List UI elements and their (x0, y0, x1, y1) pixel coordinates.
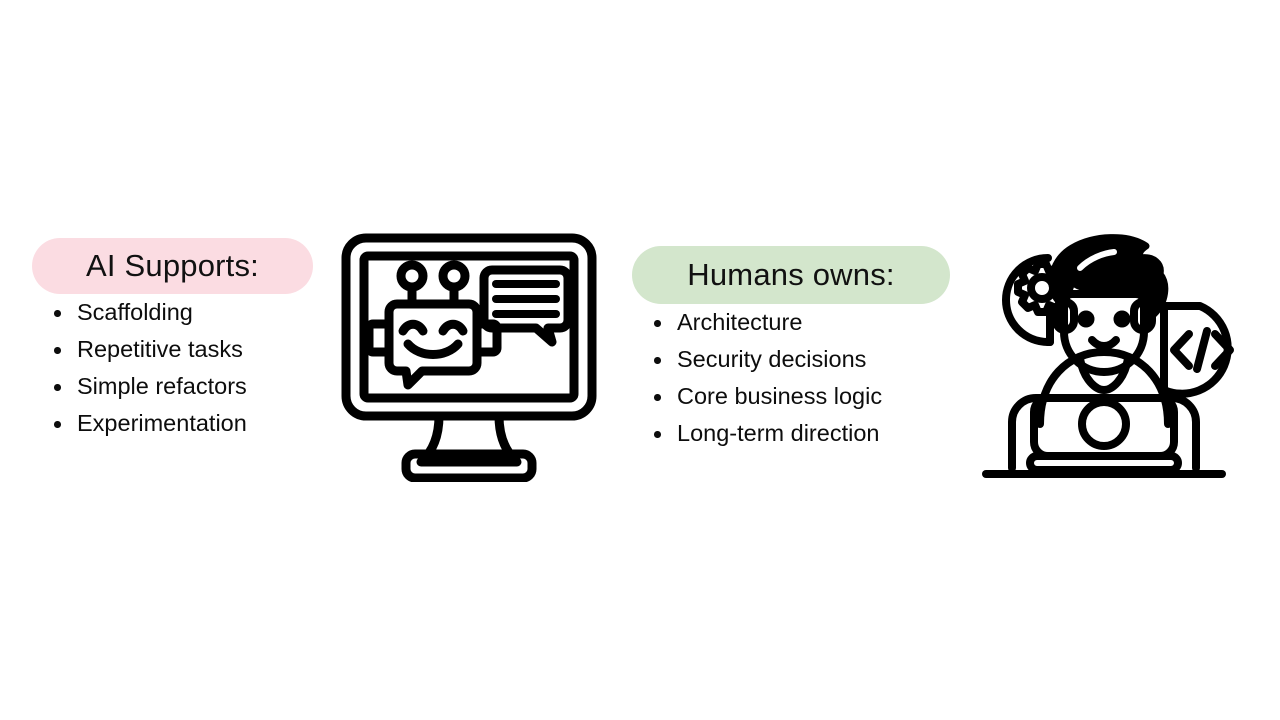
monitor-frame (341, 233, 597, 421)
robot-eye-right (438, 319, 468, 336)
bullet-list-humans-owns: Architecture Security decisions Core bus… (632, 304, 962, 452)
person-hair (1048, 234, 1169, 318)
monitor-stand-neck (416, 411, 522, 467)
list-item: Security decisions (632, 341, 962, 378)
monitor-stand-base (401, 449, 537, 482)
column-ai-supports: AI Supports: Scaffolding Repetitive task… (32, 238, 332, 442)
list-item: Long-term direction (632, 415, 962, 452)
person-head (1048, 234, 1169, 376)
robot-head (384, 299, 482, 390)
person-eye-left (1077, 310, 1095, 328)
bullet-list-ai-supports: Scaffolding Repetitive tasks Simple refa… (32, 294, 332, 442)
gear-badge-corner (1044, 308, 1054, 346)
list-item: Simple refactors (32, 368, 332, 405)
code-badge (1160, 302, 1234, 398)
person-eye-right (1113, 310, 1131, 328)
illustration-ai-chatbot-monitor (340, 232, 598, 482)
heading-pill-ai-supports: AI Supports: (32, 238, 313, 294)
robot-antenna-bulb-left (396, 260, 428, 292)
laptop-logo-circle (1078, 398, 1130, 450)
code-bracket-left-icon (1170, 330, 1193, 370)
robot-mouth (403, 339, 463, 359)
code-badge-outline (1160, 302, 1232, 398)
person-hair-highlight (1077, 249, 1117, 271)
laptop-base (1026, 452, 1182, 474)
heading-pill-humans-owns: Humans owns: (632, 246, 950, 304)
list-item: Scaffolding (32, 294, 332, 331)
developer-laptop-svg (982, 234, 1234, 478)
list-item: Core business logic (632, 378, 962, 415)
monitor-screen (359, 251, 579, 403)
list-item: Architecture (632, 304, 962, 341)
code-bracket-right-icon (1211, 330, 1234, 370)
list-item: Repetitive tasks (32, 331, 332, 368)
illustration-human-developer (968, 228, 1240, 484)
person-body (1036, 348, 1172, 428)
robot-eye-left (398, 319, 428, 336)
gear-badge-outline (1002, 254, 1054, 346)
robot-antenna-bulb-right (438, 260, 470, 292)
speech-bubble-body (479, 265, 573, 347)
column-humans-owns: Humans owns: Architecture Security decis… (632, 246, 962, 452)
monitor-chatbot-svg (341, 233, 597, 482)
person-collar (1076, 355, 1132, 394)
person-mouth (1088, 336, 1120, 350)
robot-ear-left (364, 319, 394, 357)
speech-bubble (479, 265, 573, 347)
robot-face (364, 260, 502, 390)
list-item: Experimentation (32, 405, 332, 442)
code-slash-icon (1193, 327, 1211, 373)
